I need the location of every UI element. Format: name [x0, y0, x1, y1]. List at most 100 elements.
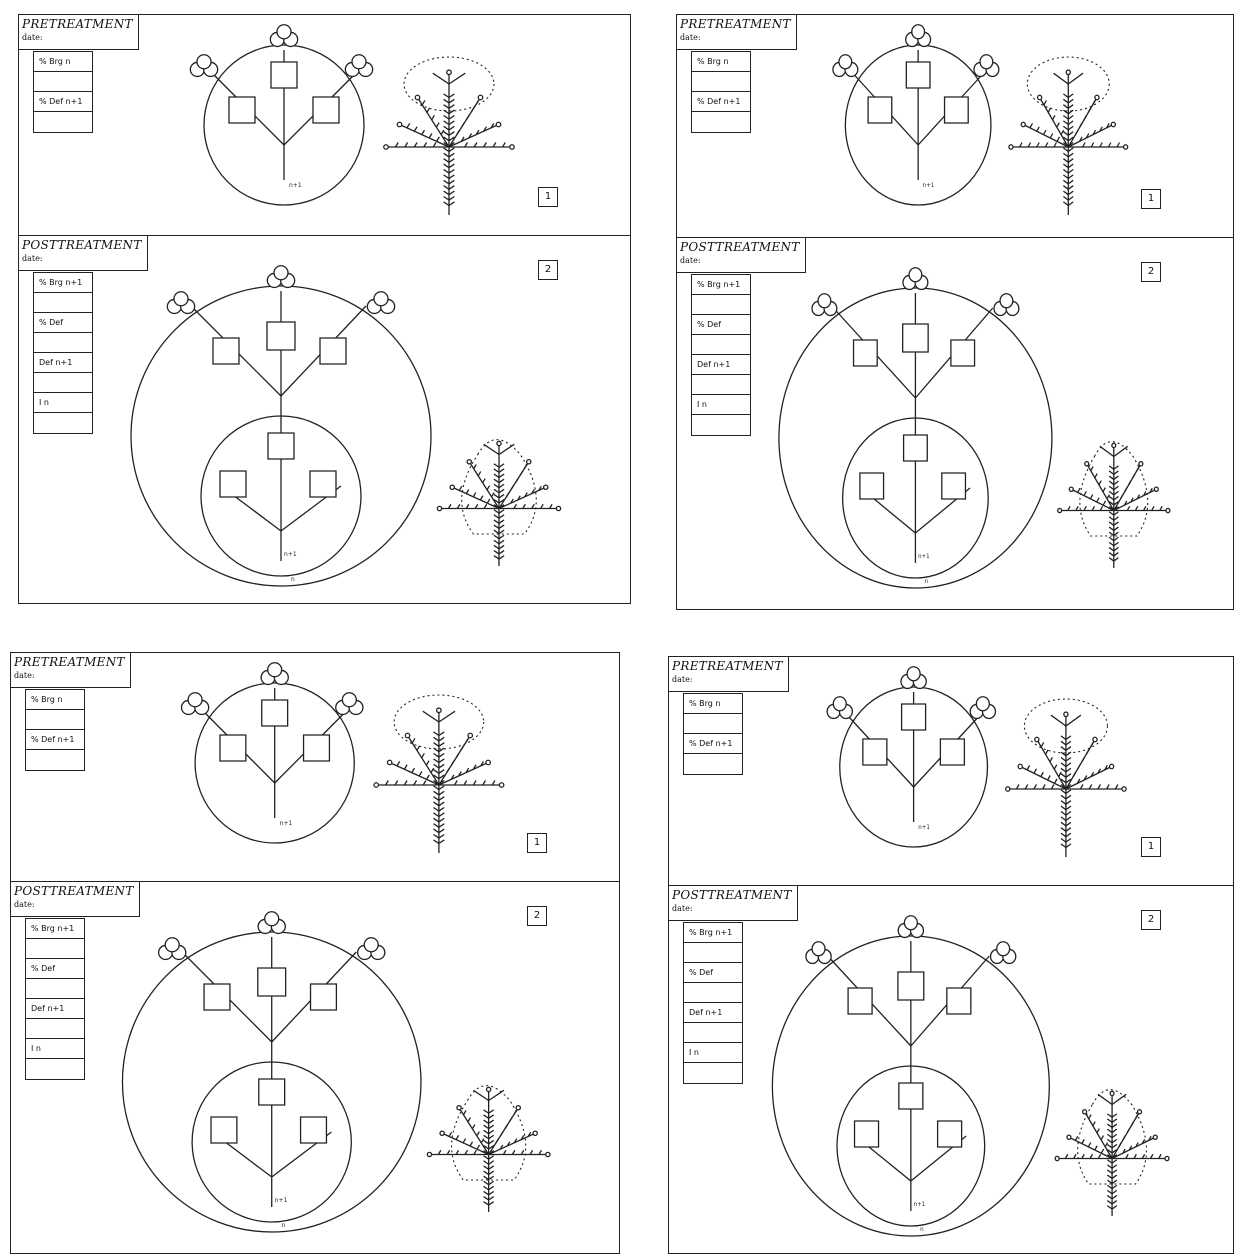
- leaflet: [1068, 164, 1073, 168]
- date-field[interactable]: date:: [680, 254, 800, 268]
- plant-branch: [489, 1090, 504, 1100]
- branch-line: [281, 306, 366, 396]
- bud-circle: [267, 273, 281, 287]
- table-cell[interactable]: [684, 983, 742, 1003]
- leaflet: [419, 772, 422, 777]
- leaflet: [489, 1191, 494, 1194]
- table-cell[interactable]: I n: [684, 1043, 742, 1063]
- table-cell[interactable]: Def n+1: [684, 1003, 742, 1023]
- table-cell[interactable]: [692, 335, 750, 355]
- bud-circle: [901, 674, 914, 688]
- table-cell[interactable]: % Brg n: [26, 690, 84, 710]
- leaflet: [441, 130, 444, 135]
- node-box: [863, 739, 887, 765]
- date-field[interactable]: date:: [680, 31, 791, 45]
- table-cell[interactable]: % Brg n+1: [692, 275, 750, 295]
- table-cell[interactable]: % Def n+1: [684, 734, 742, 754]
- table-cell[interactable]: [26, 979, 84, 999]
- table-cell[interactable]: [26, 939, 84, 959]
- leaflet: [1107, 1150, 1112, 1153]
- date-field[interactable]: date:: [22, 31, 133, 45]
- date-field[interactable]: date:: [672, 902, 792, 916]
- leaflet: [1135, 506, 1137, 510]
- leaflet: [448, 504, 451, 508]
- leaflet: [1061, 758, 1066, 762]
- table-cell[interactable]: % Def: [684, 963, 742, 983]
- treatment-title: PRETREATMENT: [22, 17, 133, 31]
- node-box: [855, 1121, 879, 1147]
- table-cell[interactable]: [34, 333, 92, 353]
- leaflet: [1053, 115, 1055, 120]
- leaflet: [1131, 1122, 1133, 1126]
- table-cell[interactable]: [684, 1023, 742, 1043]
- table-cell[interactable]: % Brg n+1: [684, 923, 742, 943]
- leaflet: [1068, 94, 1073, 98]
- leaflet: [414, 143, 417, 148]
- outer-circle: [122, 932, 421, 1232]
- table-cell[interactable]: [692, 72, 750, 92]
- table-cell[interactable]: [692, 112, 750, 132]
- table-cell[interactable]: [684, 754, 742, 774]
- table-cell[interactable]: % Brg n: [34, 52, 92, 72]
- table-cell[interactable]: [34, 112, 92, 132]
- table-cell[interactable]: [684, 714, 742, 734]
- table-cell[interactable]: % Def: [26, 959, 84, 979]
- table-cell[interactable]: % Brg n: [692, 52, 750, 72]
- table-cell[interactable]: [692, 375, 750, 395]
- node-box: [313, 97, 339, 123]
- bud-circle: [1003, 949, 1016, 963]
- plant-branch: [449, 98, 481, 148]
- leaflet: [1160, 506, 1162, 510]
- table-cell[interactable]: [26, 1019, 84, 1039]
- branch-line: [877, 100, 918, 145]
- flower-bud: [467, 460, 471, 464]
- table-cell[interactable]: [26, 1059, 84, 1079]
- leaflet: [1063, 116, 1068, 120]
- leaflet: [1114, 496, 1119, 499]
- leaflet: [505, 1125, 508, 1129]
- table-cell[interactable]: [684, 943, 742, 963]
- date-field[interactable]: date:: [14, 898, 134, 912]
- date-field[interactable]: date:: [672, 673, 783, 687]
- table-cell[interactable]: [692, 415, 750, 435]
- table-cell[interactable]: I n: [692, 395, 750, 415]
- bud-circle: [258, 919, 272, 933]
- table-cell[interactable]: % Brg n+1: [26, 919, 84, 939]
- table-cell[interactable]: [34, 72, 92, 92]
- table-cell[interactable]: I n: [34, 393, 92, 413]
- date-field[interactable]: date:: [14, 669, 125, 683]
- leaflet: [1114, 517, 1119, 520]
- leaflet: [437, 137, 440, 142]
- leaflet: [1109, 517, 1114, 520]
- table-cell[interactable]: [26, 710, 84, 730]
- table-cell[interactable]: Def n+1: [26, 999, 84, 1019]
- leaflet: [423, 781, 426, 786]
- leaflet: [1068, 110, 1073, 114]
- table-cell[interactable]: [26, 750, 84, 770]
- table-cell[interactable]: % Def: [34, 313, 92, 333]
- bud-circle: [818, 294, 831, 308]
- table-cell[interactable]: % Def: [692, 315, 750, 335]
- table-cell[interactable]: [34, 293, 92, 313]
- leaflet: [434, 764, 439, 768]
- table-cell[interactable]: [692, 295, 750, 315]
- date-field[interactable]: date:: [22, 252, 142, 266]
- table-cell[interactable]: Def n+1: [692, 355, 750, 375]
- table-cell[interactable]: % Def n+1: [34, 92, 92, 112]
- table-cell[interactable]: % Brg n: [684, 694, 742, 714]
- table-cell[interactable]: % Def n+1: [26, 730, 84, 750]
- table-cell[interactable]: % Brg n+1: [34, 273, 92, 293]
- leaflet: [449, 197, 454, 201]
- table-cell[interactable]: [34, 373, 92, 393]
- bud-circle: [271, 919, 285, 933]
- leaflet: [1066, 839, 1071, 843]
- plant-branch: [439, 763, 488, 786]
- leaflet: [1027, 765, 1029, 770]
- table-cell[interactable]: [34, 413, 92, 433]
- table-cell[interactable]: [684, 1063, 742, 1083]
- table-cell[interactable]: Def n+1: [34, 353, 92, 373]
- table-cell[interactable]: I n: [26, 1039, 84, 1059]
- table-cell[interactable]: % Def n+1: [692, 92, 750, 112]
